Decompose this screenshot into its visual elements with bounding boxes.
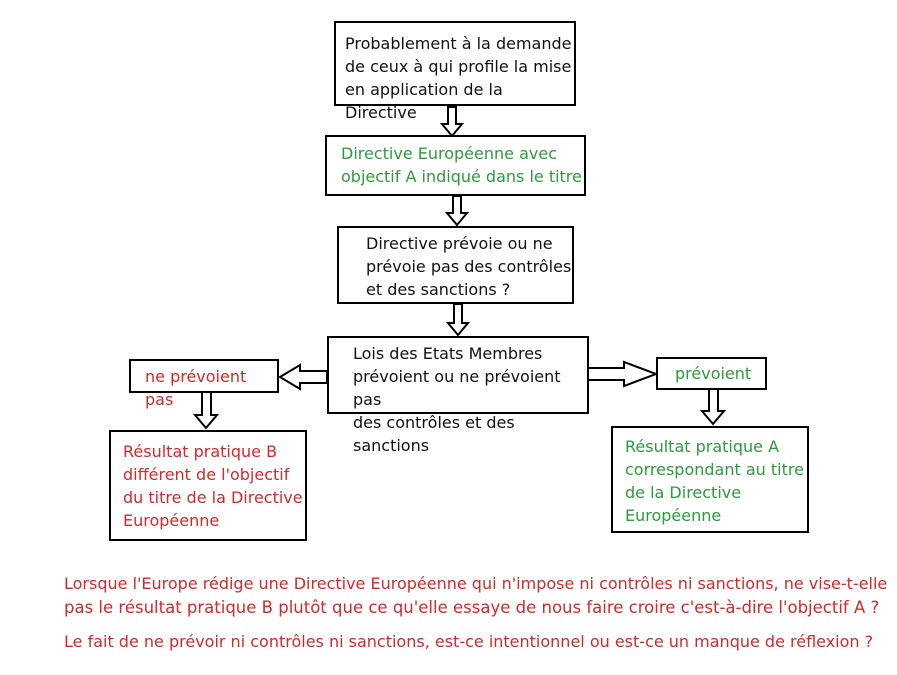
box-origin-line-2: de ceux à qui profile la mise — [345, 57, 572, 76]
box-result-b-line-4: Européenne — [123, 511, 220, 530]
box-directive: Directive Européenne avec objectif A ind… — [325, 135, 586, 196]
box-member-laws-line-2: prévoient ou ne prévoient pas — [353, 367, 561, 409]
box-member-laws-line-3: des contrôles et des sanctions — [353, 413, 515, 455]
arrow-down-3 — [445, 303, 471, 337]
box-result-b: Résultat pratique B différent de l'objec… — [109, 430, 307, 541]
arrow-down-2 — [444, 195, 470, 227]
box-member-laws-line-1: Lois des Etats Membres — [353, 344, 543, 363]
box-origin-line-1: Probablement à la demande — [345, 34, 572, 53]
box-no-provision-label: ne prévoient pas — [145, 367, 247, 409]
box-provision-label: prévoient — [675, 364, 752, 383]
box-origin-line-3: en application de la Directive — [345, 80, 503, 122]
box-result-b-line-3: du titre de la Directive — [123, 488, 303, 507]
note-question-1-line-2: pas le résultat pratique B plutôt que ce… — [64, 598, 880, 617]
box-result-a-line-2: correspondant au titre — [625, 460, 804, 479]
box-question-line-1: Directive prévoie ou ne — [366, 234, 553, 253]
note-question-1-line-1: Lorsque l'Europe rédige une Directive Eu… — [64, 574, 888, 593]
box-result-b-line-2: différent de l'objectif — [123, 465, 290, 484]
box-question-line-3: et des sanctions ? — [366, 280, 511, 299]
box-question-line-2: prévoie pas des contrôles — [366, 257, 572, 276]
box-origin: Probablement à la demande de ceux à qui … — [334, 21, 576, 122]
arrow-right — [587, 360, 659, 388]
note-question-2: Le fait de ne prévoir ni contrôles ni sa… — [64, 632, 874, 651]
arrow-left — [278, 363, 328, 391]
box-provision: prévoient — [656, 357, 767, 390]
arrow-down-right — [699, 388, 727, 426]
box-directive-line-2: objectif A indiqué dans le titre — [341, 167, 582, 186]
arrow-down-1 — [439, 106, 465, 138]
box-result-a-line-1: Résultat pratique A — [625, 437, 780, 456]
box-result-a: Résultat pratique A correspondant au tit… — [611, 426, 809, 533]
box-no-provision: ne prévoient pas — [129, 359, 279, 409]
box-result-b-line-1: Résultat pratique B — [123, 442, 278, 461]
box-result-a-line-3: de la Directive — [625, 483, 742, 502]
arrow-down-left — [192, 391, 220, 430]
box-result-a-line-4: Européenne — [625, 506, 722, 525]
box-question: Directive prévoie ou ne prévoie pas des … — [337, 226, 574, 304]
box-member-laws: Lois des Etats Membres prévoient ou ne p… — [327, 336, 589, 455]
box-directive-line-1: Directive Européenne avec — [341, 144, 557, 163]
